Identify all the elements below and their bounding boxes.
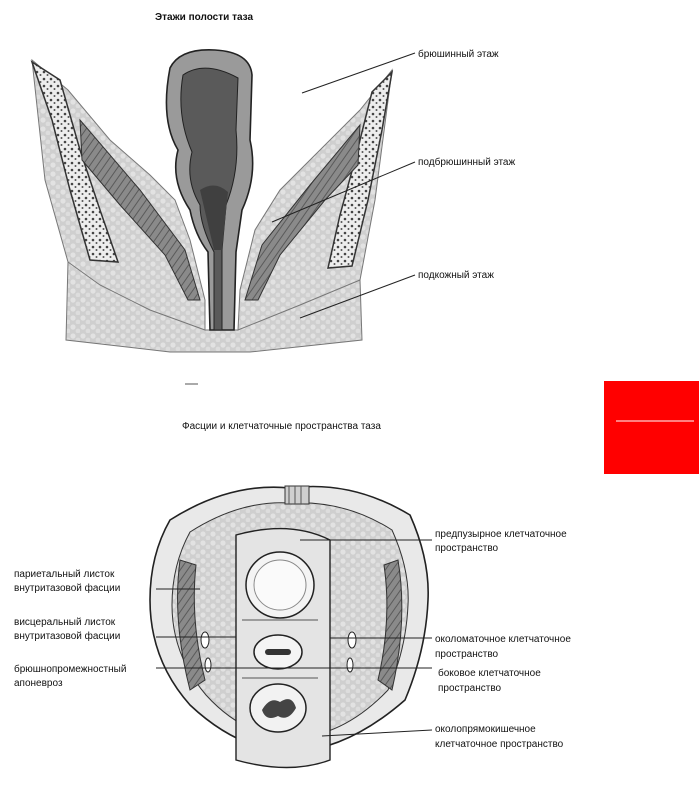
label-parietal-line2: внутритазовой фасции: [14, 583, 121, 594]
label-lateral-line1: боковое клетчаточное: [438, 668, 541, 679]
label-parietal-line1: париетальный листок: [14, 569, 115, 580]
label-parametrial-line2: пространство: [435, 649, 499, 660]
label-parametrial-line1: околоматочное клетчаточное: [435, 634, 571, 645]
label-visceral-line1: висцеральный листок: [14, 617, 116, 628]
label-lateral-line2: пространство: [438, 683, 502, 694]
label-subcutaneous-floor: подкожный этаж: [418, 270, 494, 281]
label-visceral-line2: внутритазовой фасции: [14, 631, 121, 642]
diagram2-title: Фасции и клетчаточные пространства таза: [182, 421, 381, 432]
label-subperitoneal-floor: подбрюшинный этаж: [418, 157, 516, 168]
diagram1-title: Этажи полости таза: [155, 12, 254, 23]
label-pararectal-line2: клетчаточное пространство: [435, 739, 564, 750]
label-aponeurosis-line1: брюшнопромежностный: [14, 664, 127, 675]
label-pararectal-line1: околопрямокишечное: [435, 724, 536, 735]
red-square-fill: [604, 381, 699, 474]
red-square-marker: [604, 381, 699, 474]
label-prevesical-line1: предпузырное клетчаточное: [435, 529, 567, 540]
label-peritoneal-floor: брюшинный этаж: [418, 49, 499, 60]
label-aponeurosis-line2: апоневроз: [14, 678, 63, 689]
label-prevesical-line2: пространство: [435, 543, 499, 554]
